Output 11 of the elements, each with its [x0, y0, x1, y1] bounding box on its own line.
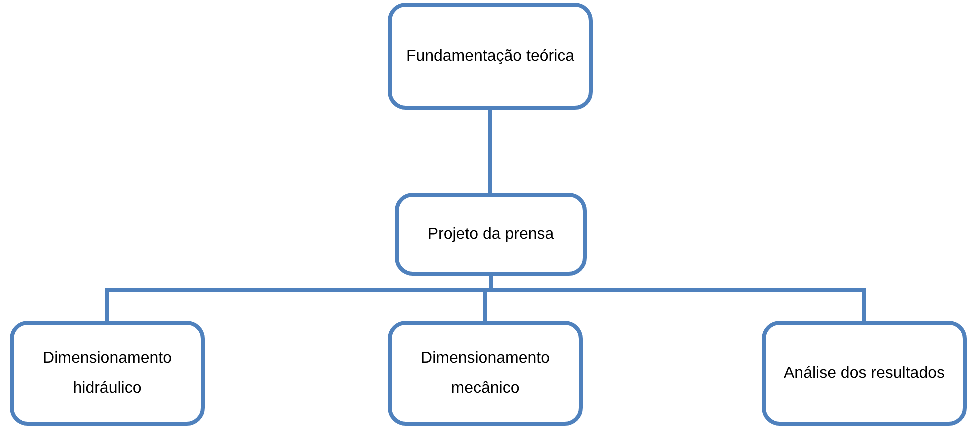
- box-label: Análise dos resultados: [784, 364, 945, 384]
- box-label: Projeto da prensa: [428, 224, 554, 244]
- process-box: [388, 3, 593, 110]
- box-label: Fundamentação teórica: [406, 46, 575, 66]
- process-box: [395, 193, 587, 276]
- connector-line: [488, 108, 492, 195]
- process-box: [762, 321, 967, 426]
- box-label: Dimensionamento mecânico: [420, 348, 551, 398]
- box-label: Dimensionamento hidráulico: [42, 348, 173, 398]
- process-box: [388, 321, 583, 426]
- process-box: [10, 321, 205, 426]
